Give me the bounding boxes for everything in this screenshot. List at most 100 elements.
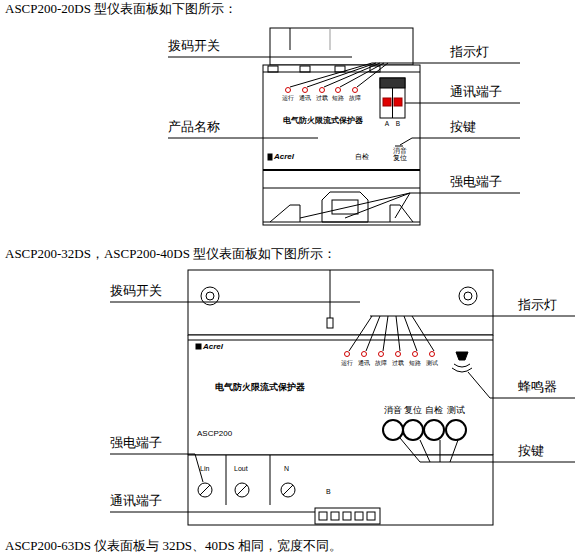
indicator-label: 故障 [375,360,387,367]
leader-line-part [400,438,420,462]
indicator-label: 过载 [392,360,404,367]
leader-line-part [370,316,575,317]
leader-line-part [168,57,352,58]
leader-line-part [110,302,360,303]
leader-line-part [420,440,430,462]
indicator-label: 测试 [426,360,438,367]
device-32ds-part [367,512,375,520]
indicator-label: 短路 [409,360,421,367]
device-32ds-part [270,455,271,505]
leader-line-part [383,316,388,351]
leader-line-part [412,316,434,351]
device-20ds-part [320,88,325,93]
button-label: 消音 复位 [392,147,408,161]
device-20ds-part [263,169,420,171]
brand-logo: Acrel [274,152,294,161]
terminal-label: N [284,465,289,473]
model-name: ASCP200 [197,429,232,438]
device-20ds-part [332,200,358,214]
device-32ds-part [319,512,327,520]
terminal-label: B [326,488,331,496]
callout-label: 指示灯 [518,298,557,313]
indicator-label: 通讯 [299,95,311,102]
device-20ds-part [263,222,420,223]
leader-line [168,57,520,218]
device-32ds-part [188,455,493,525]
page-caption: ASCP200-63DS 仪表面板与 32DS、40DS 相同，宽度不同。 [5,539,342,554]
terminal-label: B [396,120,400,127]
device-32ds-part [396,352,401,357]
device-20ds [263,28,420,225]
callout-label: 指示灯 [450,45,489,60]
device-20ds-part [268,154,272,160]
brand-logo: Acrel [203,342,223,351]
leader-line-part [357,63,388,87]
device-20ds-part [290,28,291,50]
indicator-label: 通讯 [358,360,370,367]
device-20ds-part [380,78,405,88]
product-name: 电气防火限流式保护器 [283,117,363,126]
terminal-label: Lin [200,465,209,473]
device-32ds-part [331,512,339,520]
product-name: 电气防火限流式保护器 [215,383,305,393]
leader-line-part [372,63,520,64]
leader-line [110,302,575,512]
device-20ds-part [270,28,413,65]
device-20ds-part [336,88,341,93]
device-32ds-part [327,318,333,328]
button-label: 消音 [384,406,402,416]
device-20ds-part [263,188,420,189]
leader-line-part [490,398,575,399]
device-32ds-part [198,483,212,497]
button-label: 自检 [425,406,443,416]
leader-line-part [400,138,412,145]
callout-label: 通讯端子 [450,85,502,100]
leader-line-part [307,63,376,87]
device-32ds-part [345,352,350,357]
callout-label: 通讯端子 [110,494,162,509]
leader-line-part [345,193,410,218]
leader-line-part [300,193,410,218]
device-32ds-part [196,344,201,349]
device-32ds-part [456,352,468,360]
device-20ds-part [353,88,358,93]
device-32ds-part [403,420,423,440]
leader-line-part [324,63,380,87]
callout-label: 按键 [450,120,476,135]
leader-line-part [110,454,195,455]
device-20ds-part [330,28,331,50]
leader-line-part [468,372,490,398]
device-32ds-part [226,455,227,505]
device-20ds-part [383,98,391,106]
leader-line-part [290,63,372,87]
leader-line-part [110,512,315,513]
indicator-label: 过载 [316,95,328,102]
leader-line-part [395,193,410,218]
leader-line-part [168,138,318,139]
device-32ds-part [362,352,367,357]
leader-line-part [366,316,380,351]
button-label: 自检 [355,153,369,160]
device-20ds-part [268,66,278,72]
device-32ds-part [200,485,210,495]
device-20ds-part [300,66,310,72]
callout-label: 按键 [518,444,544,459]
leader-line-part [396,316,400,351]
callout-label: 拨码开关 [110,284,162,299]
device-32ds-part [454,364,470,367]
indicator-label: 运行 [341,360,353,367]
callout-label: 强电端子 [110,436,162,451]
device-32ds-part [188,340,493,341]
device-20ds-part [395,146,403,147]
callout-label: 强电端子 [450,175,502,190]
device-20ds-part [270,205,300,222]
device-32ds-part [343,512,351,520]
device-32ds-part [330,270,331,318]
device-32ds-part [237,485,247,495]
device-32ds-part [235,483,249,497]
indicator-label: 运行 [282,95,294,102]
page-heading: ASCP200-32DS，ASCP200-40DS 型仪表面板如下图所示： [5,247,336,262]
indicator-label: 短路 [332,95,344,102]
device-32ds-part [464,292,472,300]
